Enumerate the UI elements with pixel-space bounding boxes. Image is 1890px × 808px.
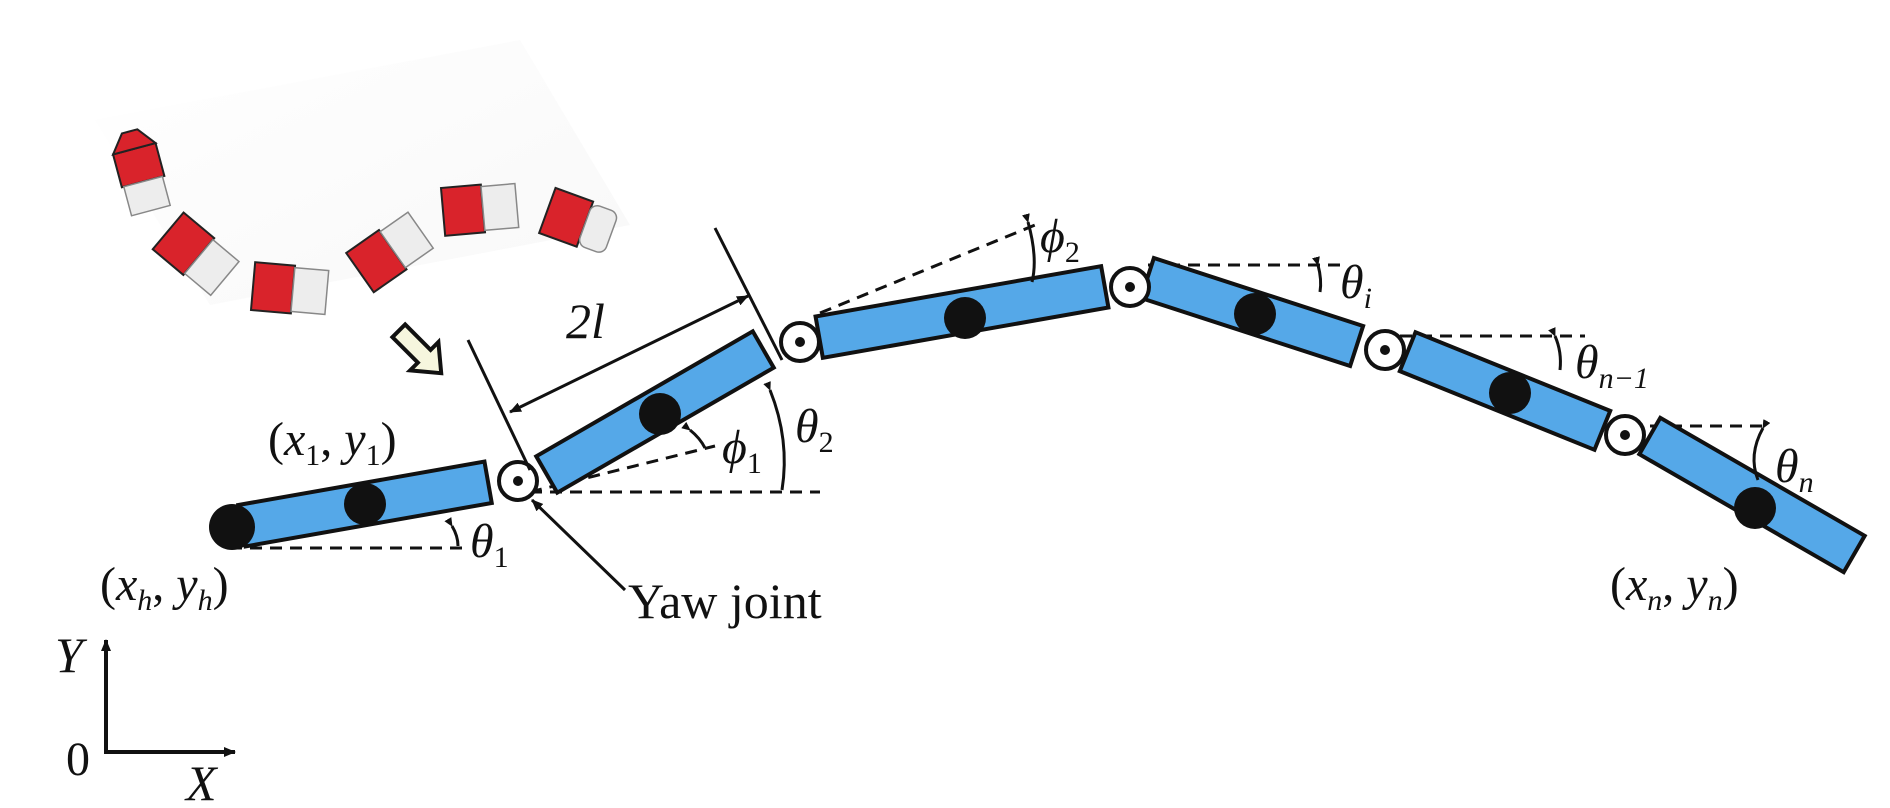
tail-coord-label: (xn, yn)	[1610, 558, 1739, 617]
robot-module-6	[537, 186, 618, 253]
thetan1-label: θn−1	[1575, 336, 1649, 395]
phi2-label: ϕ2	[1040, 210, 1080, 269]
down-right-arrow-icon	[389, 321, 444, 376]
yaw-joint-pointer	[530, 498, 627, 592]
arc-thetai	[1312, 256, 1323, 293]
thetai-label: θi	[1340, 256, 1372, 315]
robot-module-3	[249, 261, 330, 316]
x-axis-label: X	[184, 755, 219, 808]
thetan-label: θn	[1775, 440, 1814, 499]
com-link-1	[344, 483, 386, 525]
com-link-2	[639, 393, 681, 435]
link1-coord-label: (x1, y1)	[268, 413, 397, 472]
snake-robot-photo	[95, 40, 630, 316]
head-coord-label: (xh, yh)	[100, 558, 229, 617]
circle-dot-joint-icon	[497, 460, 539, 502]
joints	[497, 266, 1646, 502]
arc-phi1	[681, 421, 707, 449]
com-link-n-1	[1489, 372, 1531, 414]
arc-theta2	[763, 381, 786, 491]
phi1-label: ϕ1	[722, 421, 762, 480]
circle-dot-joint-icon	[1109, 266, 1151, 308]
arc-phi2	[1022, 213, 1036, 283]
length-label: 2l	[566, 293, 605, 349]
theta2-label: θ2	[795, 400, 834, 459]
arc-theta1	[444, 517, 460, 547]
robot-module-1	[111, 128, 172, 217]
length-dimension	[466, 227, 784, 471]
com-link-i	[1234, 293, 1276, 335]
robot-module-4	[344, 211, 435, 294]
circle-dot-joint-icon	[1604, 414, 1646, 456]
yaw-joint-label: Yaw joint	[628, 573, 822, 629]
y-axis-label: Y	[55, 627, 88, 683]
origin-label: 0	[66, 733, 90, 786]
robot-module-2	[151, 211, 241, 297]
head-point	[209, 504, 255, 550]
robot-module-5	[439, 182, 520, 237]
theta1-label: θ1	[470, 515, 509, 574]
circle-dot-joint-icon	[779, 321, 821, 363]
circle-dot-joint-icon	[1364, 329, 1406, 371]
arc-thetan	[1752, 419, 1771, 481]
com-link-3	[944, 297, 986, 339]
com-link-n	[1734, 487, 1776, 529]
arc-thetan1	[1548, 327, 1562, 371]
angle-arcs	[444, 213, 1771, 547]
coordinate-axes: Y X 0	[55, 627, 236, 808]
